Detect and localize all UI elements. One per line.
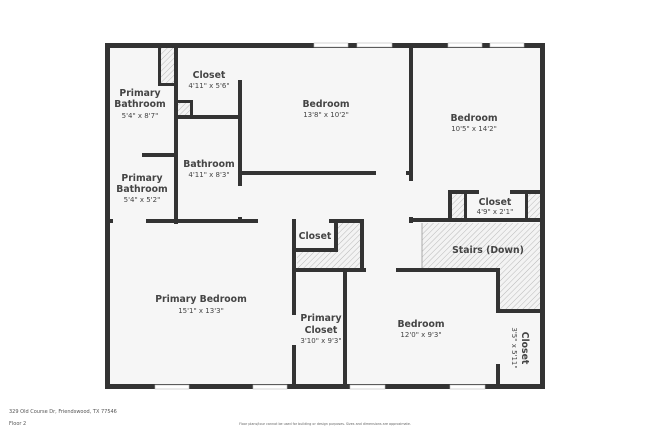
room-name: Primary Bedroom <box>155 294 247 305</box>
room-name: Closet <box>193 70 226 81</box>
room-name: Bedroom <box>302 99 349 110</box>
room-name: Bathroom <box>114 99 165 110</box>
hatched-areas <box>161 46 542 311</box>
room-size: 13'8" x 10'2" <box>303 111 349 119</box>
disclaimer: Floor plans/tour cannot be used for buil… <box>239 422 411 426</box>
room-primary-bathroom-1: Primary Bathroom 5'4" x 8'7" <box>114 88 165 120</box>
room-name: Closet <box>305 325 338 336</box>
room-name: Primary <box>121 173 162 184</box>
room-name: Bedroom <box>450 113 497 124</box>
room-name: Primary <box>300 313 341 324</box>
room-closet-right: Closet 4'9" x 2'1" <box>477 197 514 216</box>
room-size: 5'4" x 5'2" <box>124 196 161 204</box>
room-name: Closet <box>479 197 512 208</box>
room-size: 4'9" x 2'1" <box>477 208 514 216</box>
room-name: Bathroom <box>116 184 167 195</box>
room-size: 10'5" x 14'2" <box>451 125 497 133</box>
room-stairs: Stairs (Down) <box>452 245 524 256</box>
room-size: 3'5" x 5'11" <box>510 327 518 368</box>
room-size: 5'4" x 8'7" <box>122 112 159 120</box>
room-size: 4'11" x 5'6" <box>188 82 229 90</box>
room-closet-top: Closet 4'11" x 5'6" <box>188 70 229 90</box>
room-primary-bedroom: Primary Bedroom 15'1" x 13'3" <box>155 294 247 315</box>
room-primary-closet: Primary Closet 3'10" x 9'3" <box>300 313 341 345</box>
room-closet-hall: Closet <box>299 231 332 242</box>
room-bedroom-top: Bedroom 13'8" x 10'2" <box>302 99 349 119</box>
room-size: 3'10" x 9'3" <box>300 337 341 345</box>
room-size: 12'0" x 9'3" <box>400 331 441 339</box>
room-size: 4'11" x 8'3" <box>188 171 229 179</box>
address: 329 Old Course Dr, Friendswood, TX 77546 <box>9 409 117 415</box>
room-closet-bottom: Closet 3'5" x 5'11" <box>510 327 530 368</box>
room-name: Bathroom <box>183 159 234 170</box>
room-bathroom: Bathroom 4'11" x 8'3" <box>183 159 234 179</box>
room-primary-bathroom-2: Primary Bathroom 5'4" x 5'2" <box>116 173 167 204</box>
floor-label: Floor 2 <box>9 421 26 427</box>
room-size: 15'1" x 13'3" <box>178 307 224 315</box>
room-bedroom-bottom: Bedroom 12'0" x 9'3" <box>397 319 444 339</box>
room-name: Stairs (Down) <box>452 245 524 256</box>
room-name: Closet <box>299 231 332 242</box>
windows <box>154 42 525 390</box>
room-name: Bedroom <box>397 319 444 330</box>
room-name: Closet <box>519 332 530 365</box>
room-bedroom-right: Bedroom 10'5" x 14'2" <box>450 113 497 133</box>
room-name: Primary <box>119 88 160 99</box>
